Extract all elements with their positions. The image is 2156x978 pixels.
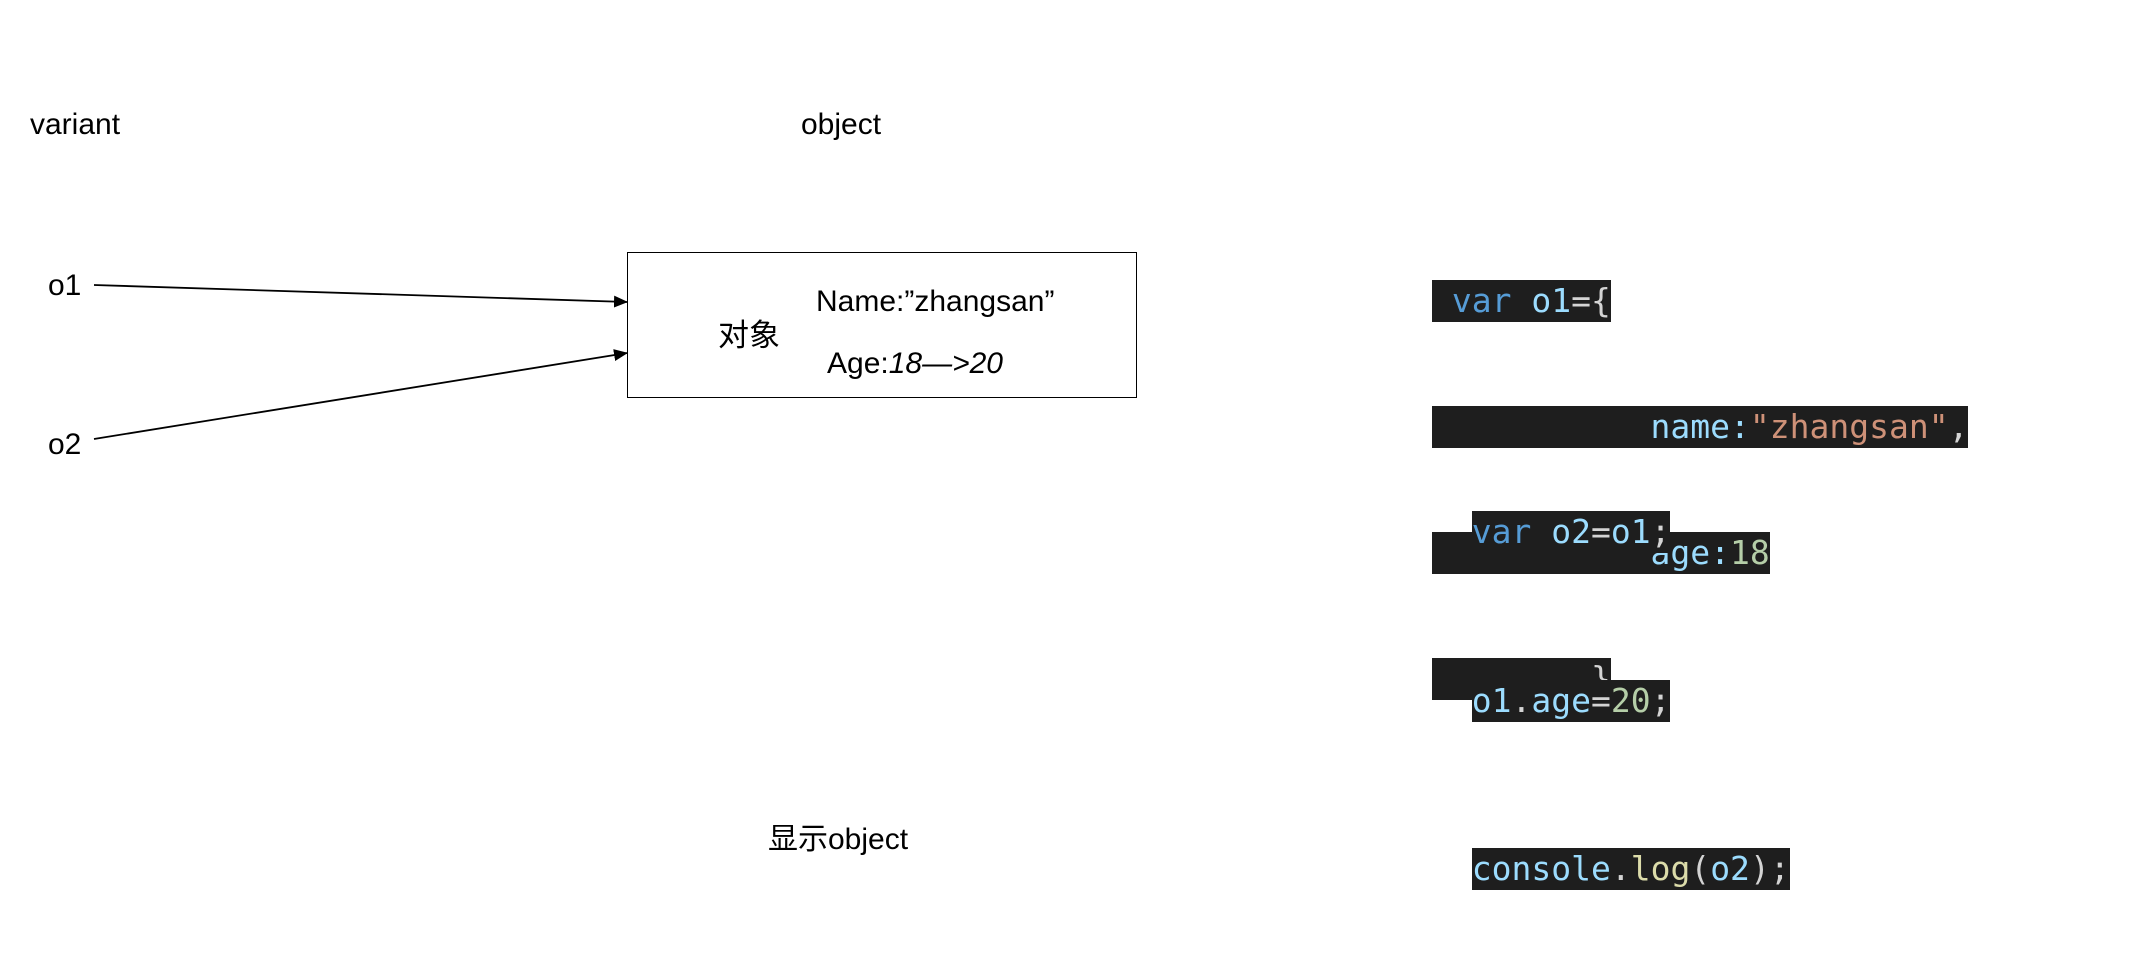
code-variable: o2 [1710, 849, 1750, 888]
object-age-field: Age:18—>20 [827, 347, 1003, 381]
code-block-set-age: o1.age=20; [1432, 638, 1671, 722]
variant-header: variant [30, 108, 121, 141]
code-variable: o1 [1610, 512, 1651, 551]
object-title: 对象 [718, 318, 780, 354]
display-object-caption: 显示object [768, 823, 909, 856]
code-number: 20 [1610, 681, 1651, 720]
object-box: 对象 Name:”zhangsan” Age:18—>20 [627, 252, 1137, 398]
o1-reference-arrow [93, 284, 628, 308]
variable-o2-label: o2 [48, 428, 82, 461]
code-variable: o2 [1551, 512, 1591, 551]
code-line: var o2=o1; [1471, 511, 1671, 553]
object-header: object [801, 108, 882, 141]
object-age-value: 18—>20 [888, 347, 1003, 380]
code-line: console.log(o2); [1471, 848, 1790, 890]
code-line: o1.age=20; [1471, 680, 1671, 722]
o2-reference-arrow [93, 349, 628, 440]
code-string: "zhangsan" [1749, 407, 1949, 446]
code-function: log [1630, 849, 1691, 888]
code-property: age [1531, 681, 1591, 720]
code-variable: console [1471, 849, 1611, 888]
code-keyword: var [1451, 281, 1512, 320]
code-block-console-log: console.log(o2); [1432, 806, 1790, 890]
object-age-label: Age: [827, 347, 889, 380]
code-variable: o1 [1531, 281, 1572, 320]
code-line: name:"zhangsan", [1432, 406, 1969, 448]
object-name-field: Name:”zhangsan” [816, 285, 1055, 318]
code-property: name: [1650, 407, 1750, 446]
code-line: var o1={ [1432, 280, 1611, 322]
code-keyword: var [1471, 512, 1532, 551]
code-block-assign-o2: var o2=o1; [1432, 469, 1671, 553]
code-variable: o1 [1471, 681, 1512, 720]
variable-o1-label: o1 [48, 269, 82, 302]
code-number: 18 [1730, 533, 1770, 572]
